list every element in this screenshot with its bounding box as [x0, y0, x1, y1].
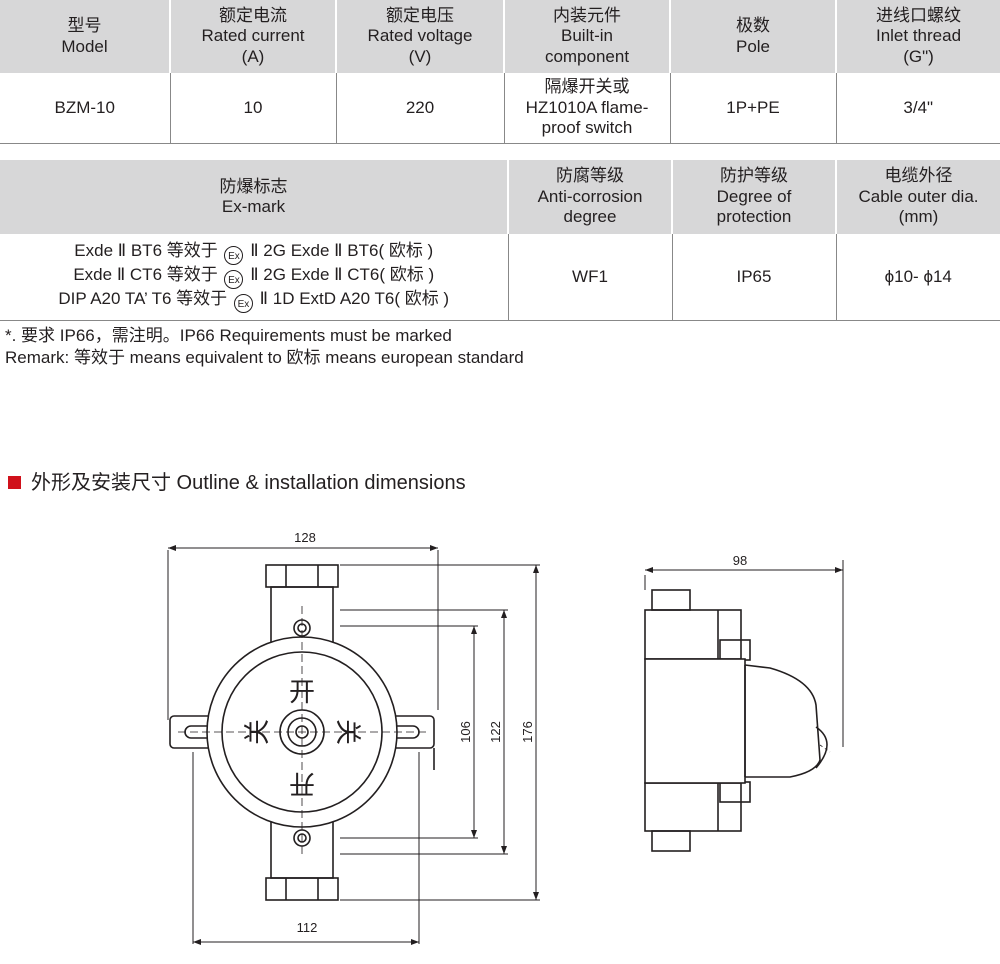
dim-h1-label: 106: [458, 721, 473, 743]
header-rated-voltage: 额定电压 Rated voltage (V): [336, 0, 505, 73]
spec-table-electrical: 型号 Model 额定电流 Rated current (A) 额定电压 Rat…: [0, 0, 1000, 144]
header-pole: 极数 Pole: [670, 0, 837, 73]
header-built-in-component: 内装元件 Built-in component: [504, 0, 671, 73]
ex-symbol-icon: Ex: [224, 246, 244, 265]
header-model: 型号 Model: [0, 0, 171, 73]
cell-pole: 1P+PE: [670, 73, 837, 144]
cell-protection: IP65: [672, 234, 837, 321]
table-header-row: 型号 Model 额定电流 Rated current (A) 额定电压 Rat…: [0, 0, 1000, 73]
ex-symbol-icon: Ex: [233, 294, 253, 313]
spec-table-protection: 防爆标志 Ex-mark 防腐等级 Anti-corrosion degree …: [0, 160, 1000, 321]
cell-cable-dia: ϕ10- ϕ14: [836, 234, 1000, 321]
header-cable-outer-dia: 电缆外径 Cable outer dia. (mm): [836, 160, 1000, 234]
header-rated-current: 额定电流 Rated current (A): [170, 0, 337, 73]
dim-depth-label: 98: [733, 553, 747, 568]
ex-symbol-icon: Ex: [224, 270, 244, 289]
cell-component: 隔爆开关或 HZ1010A flame- proof switch: [504, 73, 671, 144]
switch-label-top: 开: [289, 677, 315, 707]
ex-mark-line: Exde Ⅱ BT6 等效于 Ex Ⅱ 2G Exde Ⅱ BT6( 欧标 ): [0, 241, 508, 265]
header-ex-mark: 防爆标志 Ex-mark: [0, 160, 509, 234]
dim-h2-label: 122: [488, 721, 503, 743]
cell-current: 10: [170, 73, 337, 144]
cell-model: BZM-10: [0, 73, 171, 144]
front-view: [167, 545, 540, 945]
table-row: BZM-10 10 220 隔爆开关或 HZ1010A flame- proof…: [0, 73, 1000, 144]
note-remark: Remark: 等效于 means equivalent to 欧标 means…: [5, 348, 524, 367]
switch-label-right: 关: [333, 719, 363, 745]
header-anti-corrosion: 防腐等级 Anti-corrosion degree: [508, 160, 673, 234]
header-degree-of-protection: 防护等级 Degree of protection: [672, 160, 837, 234]
section-marker-icon: [8, 476, 21, 489]
ex-mark-line: Exde Ⅱ CT6 等效于 Ex Ⅱ 2G Exde Ⅱ CT6( 欧标 ): [0, 265, 508, 289]
note-ip66: *. 要求 IP66，需注明。IP66 Requirements must be…: [5, 326, 452, 345]
section-title: 外形及安装尺寸 Outline & installation dimension…: [8, 466, 466, 495]
dim-width-label: 128: [294, 530, 316, 545]
cell-anti-corrosion: WF1: [508, 234, 673, 321]
cell-thread: 3/4": [836, 73, 1000, 144]
header-inlet-thread: 进线口螺纹 Inlet thread (G"): [836, 0, 1000, 73]
dim-h3-label: 176: [520, 721, 535, 743]
switch-label-bottom: 开: [289, 769, 315, 799]
side-view: [644, 560, 844, 852]
ex-mark-line: DIP A20 TA’ T6 等效于 Ex Ⅱ 1D ExtD A20 T6( …: [0, 289, 508, 313]
switch-label-left: 关: [242, 719, 272, 745]
dim-mount-label: 112: [297, 920, 318, 935]
outline-drawing: 128 112 106 122 176 98 开 开 关 关: [167, 530, 844, 945]
table-header-row: 防爆标志 Ex-mark 防腐等级 Anti-corrosion degree …: [0, 160, 1000, 234]
cell-ex-mark: Exde Ⅱ BT6 等效于 Ex Ⅱ 2G Exde Ⅱ BT6( 欧标 ) …: [0, 234, 509, 321]
cell-voltage: 220: [336, 73, 505, 144]
table-row: Exde Ⅱ BT6 等效于 Ex Ⅱ 2G Exde Ⅱ BT6( 欧标 ) …: [0, 234, 1000, 321]
